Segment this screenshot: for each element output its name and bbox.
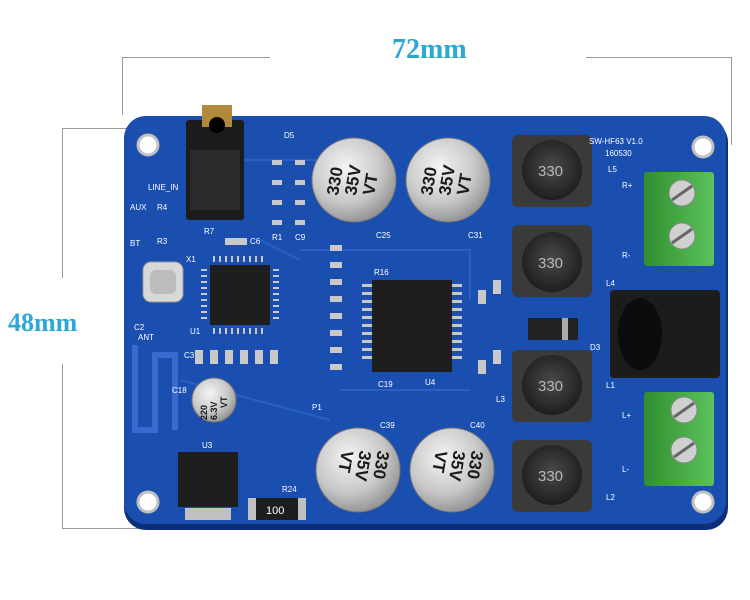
d5-label: D5 <box>284 131 295 140</box>
c39-label: C39 <box>380 421 395 430</box>
c31-label: C31 <box>468 231 483 240</box>
l2-label: L2 <box>606 493 615 502</box>
c31-value: 330 <box>417 165 441 196</box>
r1-label: R1 <box>272 233 283 242</box>
height-line-bottom <box>62 364 63 528</box>
inductor-l3 <box>512 350 592 422</box>
width-tick-left <box>122 57 123 115</box>
capacitor-markings: 330 35V VT 330 35V VT 330 35V VT 330 35V… <box>323 163 487 483</box>
resistor-r24 <box>248 498 306 520</box>
c31-brand: VT <box>453 171 476 196</box>
c39-brand: VT <box>334 449 357 474</box>
silkscreen-labels: SW-HF63 V1.0 160530 LINE_IN AUX BT ANT R… <box>130 131 643 502</box>
width-tick-right <box>731 57 732 145</box>
l3-label: L3 <box>496 395 505 404</box>
mounting-holes <box>136 133 715 514</box>
inductor-l5 <box>512 135 592 207</box>
c19-label: C19 <box>378 380 393 389</box>
inductor-l2 <box>512 440 592 512</box>
terminal-block-right <box>644 172 714 266</box>
height-line-top <box>62 128 63 278</box>
width-line-left <box>122 57 270 58</box>
board-model-label: SW-HF63 V1.0 <box>589 137 643 146</box>
antenna-trace <box>132 345 178 433</box>
height-tick-bottom <box>62 528 148 529</box>
inductor-l4-value: 330 <box>538 255 563 272</box>
r7-label: R7 <box>204 227 215 236</box>
capacitor-c18 <box>191 377 237 423</box>
capacitor-c39 <box>315 427 401 513</box>
ant-label: ANT <box>138 333 154 342</box>
c25-brand: VT <box>359 171 382 196</box>
inductor-l5-value: 330 <box>538 163 563 180</box>
aux-label: AUX <box>130 203 147 212</box>
crystal-x1 <box>142 261 184 303</box>
c9-label: C9 <box>295 233 306 242</box>
r24-value: 100 <box>266 505 284 517</box>
diode-d3 <box>528 318 578 340</box>
c39-value: 330 <box>369 449 393 480</box>
u4-label: U4 <box>425 378 436 387</box>
c18-value: 220 <box>199 405 209 420</box>
regulator-u3 <box>178 452 238 520</box>
capacitor-c31 <box>405 137 491 223</box>
inductor-l2-value: 330 <box>538 468 563 485</box>
c2-label: C2 <box>134 323 145 332</box>
board-date-label: 160530 <box>605 149 632 158</box>
small-cap-markings: 220 6.3V VT <box>199 396 229 420</box>
c6-label: C6 <box>250 237 261 246</box>
height-tick-top <box>62 128 148 129</box>
bluetooth-chip-u1 <box>201 256 279 334</box>
r3-label: R3 <box>157 237 168 246</box>
height-dimension-label: 48mm <box>8 308 78 337</box>
r16-label: R16 <box>374 268 389 277</box>
r-minus-label: R- <box>622 251 631 260</box>
capacitor-c25 <box>311 137 397 223</box>
r-plus-label: R+ <box>622 181 633 190</box>
amplifier-chip-u4 <box>362 280 462 372</box>
smd-components <box>195 160 501 374</box>
c18-voltage: 6.3V <box>209 401 219 420</box>
c3-label: C3 <box>184 351 195 360</box>
c25-value: 330 <box>323 165 347 196</box>
dc-power-jack <box>610 290 720 378</box>
l-plus-label: L+ <box>622 411 631 420</box>
l4-label: L4 <box>606 279 615 288</box>
u1-label: U1 <box>190 327 201 336</box>
l-minus-label: L- <box>622 465 629 474</box>
l1-label: L1 <box>606 381 615 390</box>
width-line-right <box>586 57 732 58</box>
audio-jack <box>186 105 244 220</box>
c18-brand: VT <box>219 396 229 408</box>
x1-label: X1 <box>186 255 196 264</box>
p1-label: P1 <box>312 403 322 412</box>
d3-label: D3 <box>590 343 601 352</box>
c40-value: 330 <box>463 449 487 480</box>
bt-label: BT <box>130 239 140 248</box>
c18-label: C18 <box>172 386 187 395</box>
capacitor-c40 <box>409 427 495 513</box>
r24-label: R24 <box>282 485 297 494</box>
c25-label: C25 <box>376 231 391 240</box>
inductor-l4 <box>512 225 592 297</box>
c40-brand: VT <box>428 449 451 474</box>
line-in-label: LINE_IN <box>148 183 178 192</box>
u3-label: U3 <box>202 441 213 450</box>
terminal-block-left <box>644 392 714 486</box>
l5-label: L5 <box>608 165 617 174</box>
c40-label: C40 <box>470 421 485 430</box>
inductor-l3-value: 330 <box>538 378 563 395</box>
inductor-markings: 330 330 330 330 <box>538 163 563 485</box>
r4-label: R4 <box>157 203 168 212</box>
width-dimension-label: 72mm <box>392 34 467 65</box>
